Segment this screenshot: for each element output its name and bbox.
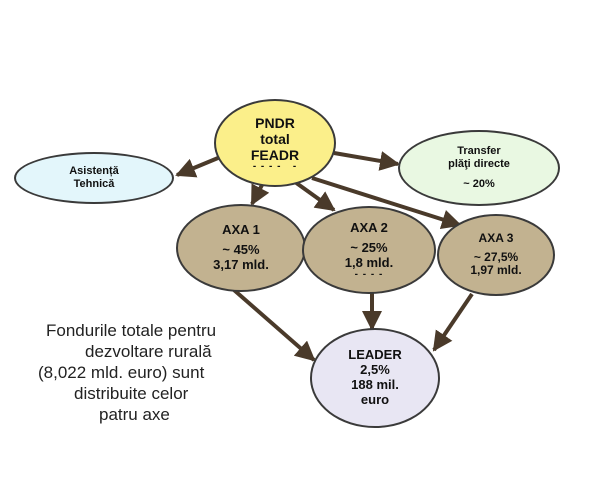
node-transfer-line-2: plăţi directe <box>448 157 510 170</box>
node-axa3-line-2: ~ 27,5% <box>473 249 519 264</box>
arrow-pndr-axa3 <box>311 176 462 230</box>
node-axa1-line-3: 3,17 mld. <box>213 256 269 272</box>
node-pndr-line-1: PNDR <box>255 114 295 131</box>
arrow-pndr-axa1 <box>250 183 270 206</box>
node-axa-1: AXA 1 ~ 45% 3,17 mld. <box>176 204 306 292</box>
node-pndr-dash: - - - - - <box>252 161 298 173</box>
arrow-pndr-asistenta <box>175 156 219 178</box>
arrow-axa1-leader <box>232 288 316 362</box>
node-axa2-line-1: AXA 2 <box>350 220 388 236</box>
node-transfer-line-3: ~ 20% <box>463 178 495 191</box>
node-asistenta-line-2: Tehnică <box>73 178 115 190</box>
node-leader-line-2: 2,5% <box>360 362 390 378</box>
arrow-pndr-axa2 <box>293 180 336 212</box>
caption-text: Fondurile totale pentru dezvoltare rural… <box>38 320 288 425</box>
caption-line-1: Fondurile totale pentru <box>46 321 217 340</box>
node-leader-line-4: euro <box>360 391 390 407</box>
node-axa2-dash: - - - - <box>354 268 384 280</box>
node-axa2-line-3: 1,8 mld. <box>344 254 394 270</box>
node-pndr: PNDR total FEADR - - - - - <box>214 99 336 187</box>
node-axa3-line-3: 1,97 mld. <box>470 263 522 278</box>
node-axa-2: AXA 2 ~ 25% 1,8 mld. - - - - <box>302 206 436 294</box>
node-axa1-line-2: ~ 45% <box>222 242 260 258</box>
node-leader-line-3: 188 mil. <box>351 377 399 392</box>
node-transfer: Transfer plăţi directe ~ 20% <box>398 130 560 206</box>
node-axa-3: AXA 3 ~ 27,5% 1,97 mld. <box>437 214 555 296</box>
caption-line-4: distribuite celor <box>74 384 189 403</box>
node-transfer-line-1: Transfer <box>457 145 501 158</box>
node-axa2-line-2: ~ 25% <box>350 240 388 256</box>
caption-line-5: patru axe <box>99 405 170 424</box>
caption-line-2: dezvoltare rurală <box>85 342 212 361</box>
node-asistenta-tehnica: Asistență Tehnică <box>14 152 174 204</box>
caption-line-3: (8,022 mld. euro) sunt <box>38 363 205 382</box>
node-axa3-line-1: AXA 3 <box>478 230 514 245</box>
node-leader: LEADER 2,5% 188 mil. euro <box>310 328 440 428</box>
node-pndr-line-2: total <box>260 130 290 147</box>
node-leader-line-1: LEADER <box>348 347 402 363</box>
arrow-pndr-transfer <box>333 151 400 171</box>
node-asistenta-line-1: Asistență <box>69 165 119 178</box>
node-pndr-line-3: FEADR <box>250 147 300 164</box>
arrow-axa3-leader <box>432 292 474 352</box>
node-axa1-line-1: AXA 1 <box>222 222 260 238</box>
